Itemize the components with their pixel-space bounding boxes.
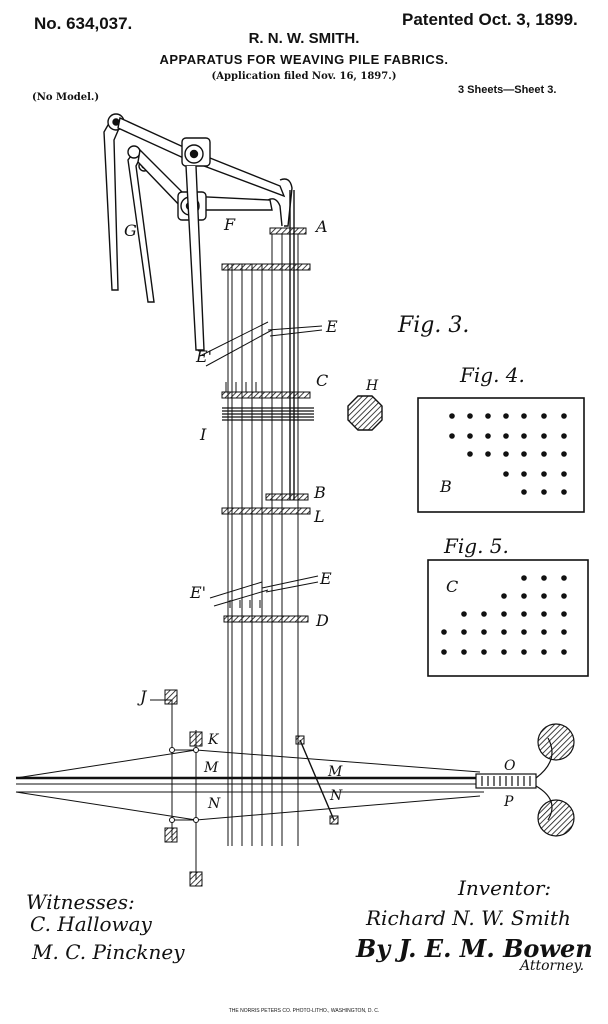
fig5-pattern <box>441 575 567 655</box>
printer-footer: THE NORRIS PETERS CO. PHOTO-LITHO., WASH… <box>228 1008 380 1014</box>
attorney-label: Attorney. <box>520 958 585 974</box>
fig3-caption: Fig. 3. <box>397 313 469 338</box>
label-b: B <box>313 483 326 502</box>
harness-bars <box>221 227 311 623</box>
label-n-left: N <box>207 796 221 812</box>
label-g: G <box>124 221 137 240</box>
label-j: J <box>137 687 148 706</box>
lever-mechanism <box>103 113 295 500</box>
label-d: D <box>315 611 329 630</box>
label-o: O <box>504 758 516 774</box>
label-a: A <box>314 217 328 236</box>
label-m-right: M <box>327 764 343 780</box>
fig4-box <box>417 397 585 513</box>
patent-date: Patented Oct. 3, 1899. <box>402 10 578 29</box>
label-k: K <box>207 732 220 748</box>
fig4-pattern <box>449 413 567 495</box>
label-c: C <box>316 371 328 390</box>
label-e-lower: E <box>319 569 332 588</box>
cloth-rolls <box>475 723 575 837</box>
octagon-h <box>347 395 383 431</box>
inventor-label: Inventor: <box>458 876 552 900</box>
sheet-indicator: 3 Sheets—Sheet 3. <box>458 84 557 96</box>
patent-title: APPARATUS FOR WEAVING PILE FABRICS. <box>159 52 449 67</box>
label-e1-upper: E' <box>195 347 212 366</box>
warp-threads <box>227 234 299 846</box>
label-e1-lower: E' <box>189 583 206 602</box>
fig5-box <box>427 559 589 677</box>
inventor-signature: Richard N. W. Smith <box>366 906 571 930</box>
needle-arrows <box>199 321 323 608</box>
witness-signature-1: C. Halloway <box>30 912 152 936</box>
patent-number: No. 634,037. <box>34 14 133 33</box>
label-m-left: M <box>203 760 219 776</box>
label-e-upper: E <box>325 317 338 336</box>
fig5-caption: Fig. 5. <box>443 534 509 558</box>
attorney-signature: By J. E. M. Bowen <box>356 934 593 963</box>
fig5-label-c: C <box>446 577 458 596</box>
reed-band <box>222 407 314 421</box>
label-p: P <box>503 794 514 810</box>
fig4-caption: Fig. 4. <box>459 363 525 387</box>
model-note: (No Model.) <box>32 92 100 103</box>
application-filed: (Application filed Nov. 16, 1897.) <box>211 71 397 82</box>
label-l: L <box>313 507 325 526</box>
label-h: H <box>365 378 379 394</box>
witness-signature-2: M. C. Pinckney <box>32 940 185 964</box>
label-f: F <box>223 215 236 234</box>
inventor-name: R. N. W. SMITH. <box>248 30 360 47</box>
fig4-label-b: B <box>439 477 452 496</box>
label-n-right: N <box>329 788 343 804</box>
label-i: I <box>199 425 207 444</box>
witnesses-label: Witnesses: <box>26 890 135 914</box>
shed-mechanism <box>15 689 484 887</box>
